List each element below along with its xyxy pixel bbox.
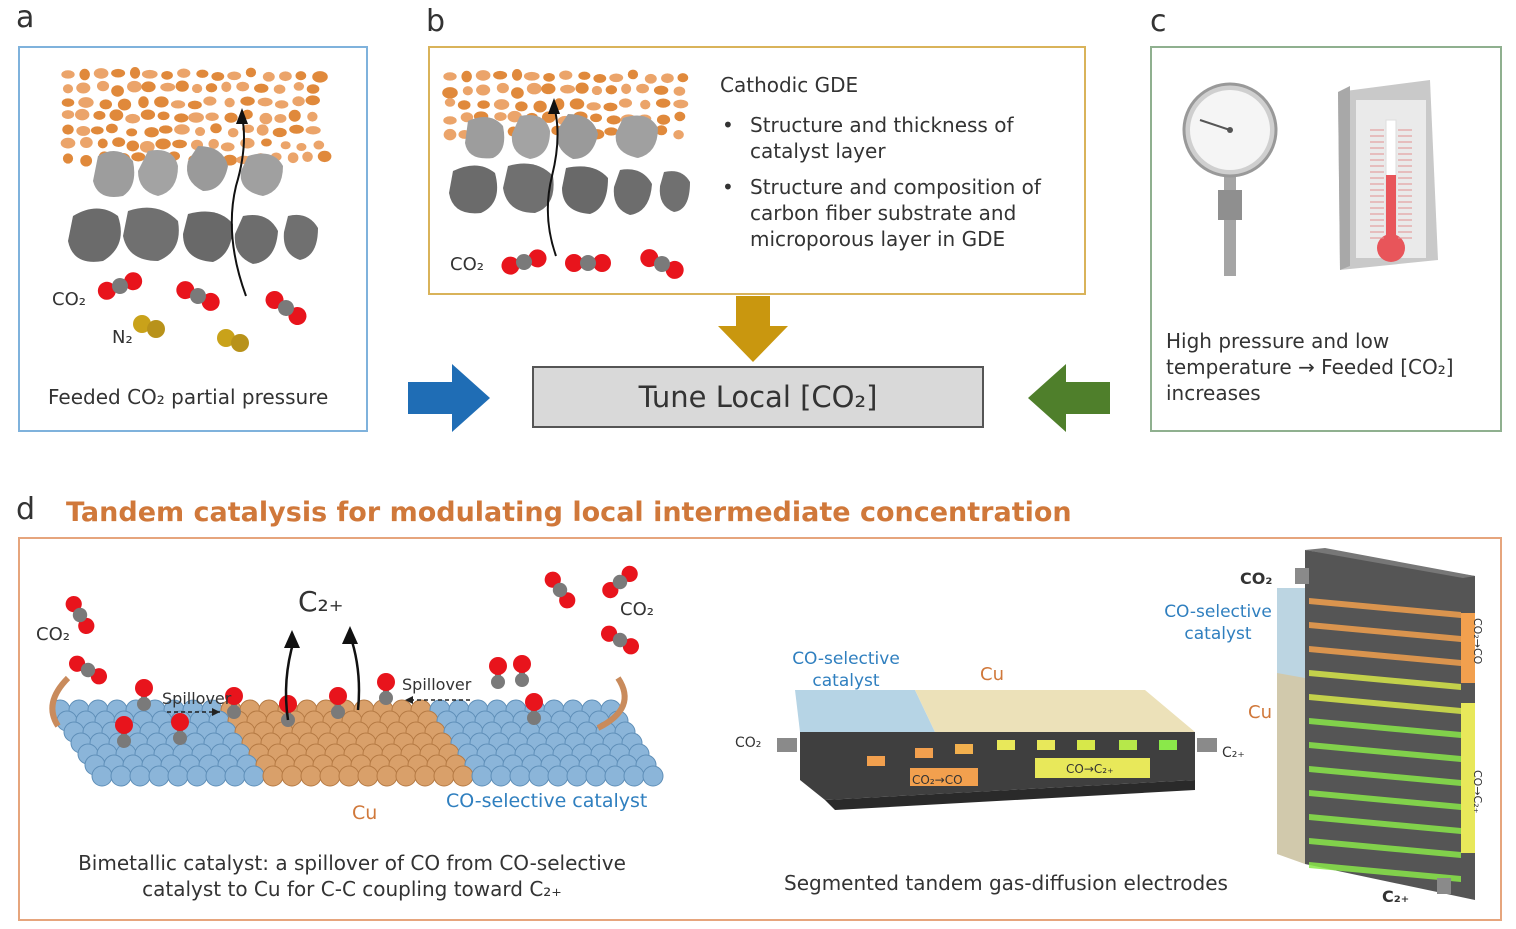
microporous-layer-particles: [465, 114, 658, 159]
panel-d-title: Tandem catalysis for modulating local in…: [66, 497, 1072, 528]
n2-molecules: [133, 315, 249, 352]
gold-arrow-icon: [718, 296, 788, 362]
flow-channel-segments: [867, 740, 1177, 766]
carbon-fiber-substrate: [449, 163, 690, 215]
panel-b-bullets: Structure and thickness of catalyst laye…: [722, 112, 1082, 262]
d-vert-segment1-label: CO₂→CO: [1471, 618, 1484, 665]
panel-a-caption: Feeded CO₂ partial pressure: [48, 385, 329, 409]
d-flat-cu-label: Cu: [980, 664, 1004, 685]
carbon-fiber-substrate: [68, 207, 318, 264]
d-vert-cu-label: Cu: [1248, 702, 1272, 723]
panel-c-caption: High pressure and low temperature → Feed…: [1166, 329, 1454, 405]
d-flat-segment1-label: CO₂→CO: [912, 773, 963, 787]
panel-letter-c: c: [1150, 4, 1167, 39]
pressure-gauge-icon: [1182, 82, 1278, 276]
d-vert-segment2-label: CO→C₂₊: [1471, 770, 1484, 814]
d-flat-co2-in-label: CO₂: [735, 735, 762, 751]
d-left-caption: Bimetallic catalyst: a spillover of CO f…: [78, 851, 626, 901]
panel-b-heading: Cathodic GDE: [720, 73, 859, 97]
panel-c-illustration: [1182, 80, 1438, 276]
d-flat-co-selective-label: CO-selective catalyst: [792, 649, 900, 691]
d-co-selective-label: CO-selective catalyst: [446, 790, 648, 812]
panel-b-co2-label: CO₂: [450, 254, 484, 275]
thermometer-icon: [1338, 80, 1438, 270]
d-vert-co-selective-label: CO-selective catalyst: [1164, 602, 1272, 644]
panel-b-bullet-2: Structure and composition of carbon fibe…: [722, 174, 1082, 252]
panel-a-co2-label: CO₂: [52, 289, 86, 310]
flow-channels: [1309, 598, 1461, 882]
microporous-layer-particles: [93, 146, 283, 197]
d-spillover-left-label: Spillover: [162, 689, 232, 708]
panel-b-bullet-1: Structure and thickness of catalyst laye…: [722, 112, 1082, 164]
d-right-caption: Segmented tandem gas-diffusion electrode…: [784, 871, 1228, 895]
blue-arrow-icon: [408, 364, 490, 432]
d-vert-co2-in-label: CO₂: [1240, 569, 1273, 588]
tune-local-co2-box: Tune Local [CO₂]: [532, 366, 984, 428]
panel-a-gde-illustration: [60, 67, 332, 352]
panel-letter-d: d: [16, 492, 36, 527]
d-vert-c2-out-label: C₂₊: [1382, 887, 1410, 906]
d-co2-left-label: CO₂: [36, 624, 70, 645]
catalyst-surface-atoms: [49, 699, 664, 787]
bimetallic-catalyst-illustration: [49, 565, 664, 787]
co2-molecules: [501, 249, 684, 279]
panel-b-gde-illustration: [442, 69, 690, 279]
co2-molecules: [97, 272, 307, 326]
panel-letter-a: a: [16, 0, 35, 35]
segmented-gde-vertical-illustration: [1277, 548, 1475, 900]
co2-molecules: [65, 565, 640, 685]
d-c2-product-label: C₂₊: [298, 585, 344, 618]
panel-c-box: [1150, 46, 1502, 432]
panel-a-n2-label: N₂: [112, 327, 133, 348]
catalyst-layer-particles: [60, 67, 332, 167]
d-spillover-right-label: Spillover: [402, 675, 472, 694]
d-cu-label: Cu: [352, 802, 378, 824]
panel-letter-b: b: [426, 4, 446, 39]
d-co2-right-label: CO₂: [620, 599, 654, 620]
segmented-gde-flat-illustration: [777, 690, 1217, 810]
d-flat-c2-out-label: C₂₊: [1222, 745, 1245, 761]
green-arrow-icon: [1028, 364, 1110, 432]
d-flat-segment2-label: CO→C₂₊: [1066, 762, 1114, 776]
